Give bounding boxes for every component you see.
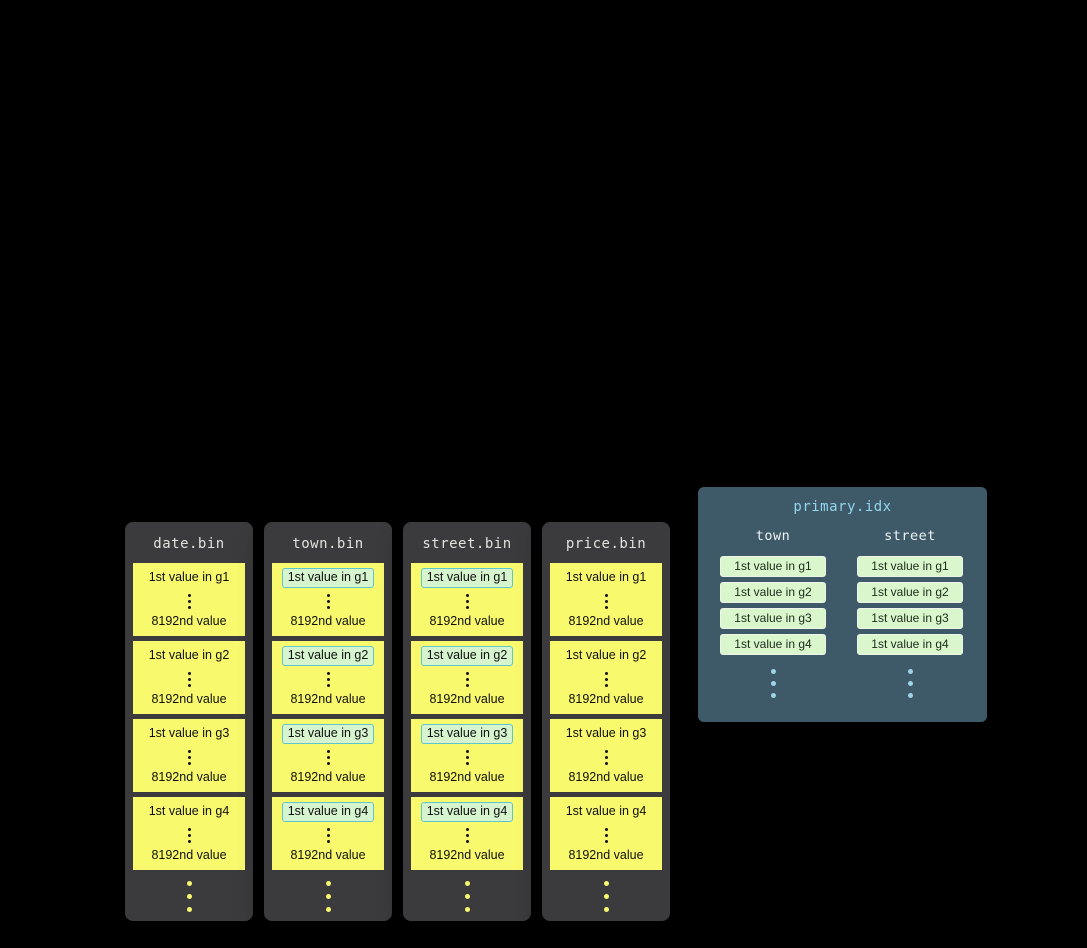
index-column-street: street 1st value in g1 1st value in g2 1… <box>857 528 963 698</box>
bin-column-town: town.bin 1st value in g1 8192nd value 1s… <box>264 522 392 921</box>
granule-first-value: 1st value in g2 <box>565 648 647 662</box>
index-column-header: town <box>755 528 791 544</box>
vertical-ellipsis-icon <box>604 828 608 843</box>
granule-first-value: 1st value in g4 <box>148 804 230 818</box>
granule-first-value-highlighted: 1st value in g2 <box>281 646 375 666</box>
granule-first-value-highlighted: 1st value in g2 <box>420 646 514 666</box>
granule-block: 1st value in g2 8192nd value <box>272 641 384 714</box>
vertical-ellipsis-icon <box>187 750 191 765</box>
index-entry: 1st value in g1 <box>857 556 963 577</box>
vertical-ellipsis-icon <box>604 594 608 609</box>
granule-last-value: 8192nd value <box>568 614 644 629</box>
granule-first-value-highlighted: 1st value in g4 <box>281 802 375 822</box>
more-granules-ellipsis-icon <box>542 881 670 912</box>
vertical-ellipsis-icon <box>187 828 191 843</box>
granule-block: 1st value in g3 8192nd value <box>272 719 384 792</box>
primary-index-columns: town 1st value in g1 1st value in g2 1st… <box>698 528 987 698</box>
vertical-ellipsis-icon <box>326 828 330 843</box>
granule-last-value: 8192nd value <box>290 848 366 863</box>
granule-first-value-highlighted: 1st value in g3 <box>281 724 375 744</box>
bin-column-price: price.bin 1st value in g1 8192nd value 1… <box>542 522 670 921</box>
granule-first-value: 1st value in g3 <box>565 726 647 740</box>
granule-last-value: 8192nd value <box>429 692 505 707</box>
bin-column-title: street.bin <box>422 536 512 552</box>
granule-stack: 1st value in g1 8192nd value 1st value i… <box>125 563 253 870</box>
more-entries-ellipsis-icon <box>770 669 776 698</box>
index-entry: 1st value in g2 <box>857 582 963 603</box>
granule-stack: 1st value in g1 8192nd value 1st value i… <box>403 563 531 870</box>
vertical-ellipsis-icon <box>187 594 191 609</box>
granule-block: 1st value in g4 8192nd value <box>133 797 245 870</box>
granule-stack: 1st value in g1 8192nd value 1st value i… <box>542 563 670 870</box>
more-entries-ellipsis-icon <box>907 669 913 698</box>
granule-last-value: 8192nd value <box>290 692 366 707</box>
granule-first-value-highlighted: 1st value in g1 <box>281 568 375 588</box>
more-granules-ellipsis-icon <box>403 881 531 912</box>
bin-column-date: date.bin 1st value in g1 8192nd value 1s… <box>125 522 253 921</box>
vertical-ellipsis-icon <box>465 828 469 843</box>
vertical-ellipsis-icon <box>604 750 608 765</box>
granule-last-value: 8192nd value <box>151 848 227 863</box>
granule-first-value: 1st value in g4 <box>565 804 647 818</box>
more-granules-ellipsis-icon <box>264 881 392 912</box>
vertical-ellipsis-icon <box>604 672 608 687</box>
granule-block: 1st value in g3 8192nd value <box>133 719 245 792</box>
granule-first-value-highlighted: 1st value in g3 <box>420 724 514 744</box>
granule-last-value: 8192nd value <box>429 614 505 629</box>
index-column-header: street <box>884 528 936 544</box>
granule-block: 1st value in g2 8192nd value <box>411 641 523 714</box>
bin-column-street: street.bin 1st value in g1 8192nd value … <box>403 522 531 921</box>
index-column-town: town 1st value in g1 1st value in g2 1st… <box>720 528 826 698</box>
vertical-ellipsis-icon <box>465 750 469 765</box>
granule-last-value: 8192nd value <box>568 692 644 707</box>
index-entry: 1st value in g3 <box>720 608 826 629</box>
bin-column-title: date.bin <box>153 536 225 552</box>
granule-block: 1st value in g1 8192nd value <box>133 563 245 636</box>
primary-index-title: primary.idx <box>793 499 892 515</box>
index-entry: 1st value in g4 <box>857 634 963 655</box>
vertical-ellipsis-icon <box>326 750 330 765</box>
granule-first-value: 1st value in g3 <box>148 726 230 740</box>
granule-block: 1st value in g2 8192nd value <box>550 641 662 714</box>
granule-last-value: 8192nd value <box>429 770 505 785</box>
granule-block: 1st value in g1 8192nd value <box>411 563 523 636</box>
index-entry: 1st value in g1 <box>720 556 826 577</box>
bin-column-title: town.bin <box>292 536 364 552</box>
granule-first-value: 1st value in g2 <box>148 648 230 662</box>
granule-first-value: 1st value in g1 <box>148 570 230 584</box>
primary-index-panel: primary.idx town 1st value in g1 1st val… <box>698 487 987 722</box>
vertical-ellipsis-icon <box>465 672 469 687</box>
index-entry-list: 1st value in g1 1st value in g2 1st valu… <box>857 556 963 655</box>
granule-block: 1st value in g4 8192nd value <box>411 797 523 870</box>
granule-block: 1st value in g4 8192nd value <box>550 797 662 870</box>
vertical-ellipsis-icon <box>465 594 469 609</box>
more-granules-ellipsis-icon <box>125 881 253 912</box>
granule-last-value: 8192nd value <box>568 770 644 785</box>
granule-block: 1st value in g3 8192nd value <box>411 719 523 792</box>
granule-last-value: 8192nd value <box>568 848 644 863</box>
index-entry-list: 1st value in g1 1st value in g2 1st valu… <box>720 556 826 655</box>
index-entry: 1st value in g4 <box>720 634 826 655</box>
vertical-ellipsis-icon <box>326 672 330 687</box>
index-entry: 1st value in g2 <box>720 582 826 603</box>
granule-first-value-highlighted: 1st value in g1 <box>420 568 514 588</box>
granule-first-value: 1st value in g1 <box>565 570 647 584</box>
granule-last-value: 8192nd value <box>290 770 366 785</box>
granule-stack: 1st value in g1 8192nd value 1st value i… <box>264 563 392 870</box>
bin-column-title: price.bin <box>565 536 647 552</box>
granule-block: 1st value in g1 8192nd value <box>550 563 662 636</box>
granule-last-value: 8192nd value <box>151 692 227 707</box>
granule-block: 1st value in g2 8192nd value <box>133 641 245 714</box>
granule-block: 1st value in g1 8192nd value <box>272 563 384 636</box>
granule-block: 1st value in g4 8192nd value <box>272 797 384 870</box>
granule-last-value: 8192nd value <box>429 848 505 863</box>
index-entry: 1st value in g3 <box>857 608 963 629</box>
granule-block: 1st value in g3 8192nd value <box>550 719 662 792</box>
vertical-ellipsis-icon <box>326 594 330 609</box>
vertical-ellipsis-icon <box>187 672 191 687</box>
granule-last-value: 8192nd value <box>151 770 227 785</box>
granule-first-value-highlighted: 1st value in g4 <box>420 802 514 822</box>
granule-last-value: 8192nd value <box>290 614 366 629</box>
granule-last-value: 8192nd value <box>151 614 227 629</box>
